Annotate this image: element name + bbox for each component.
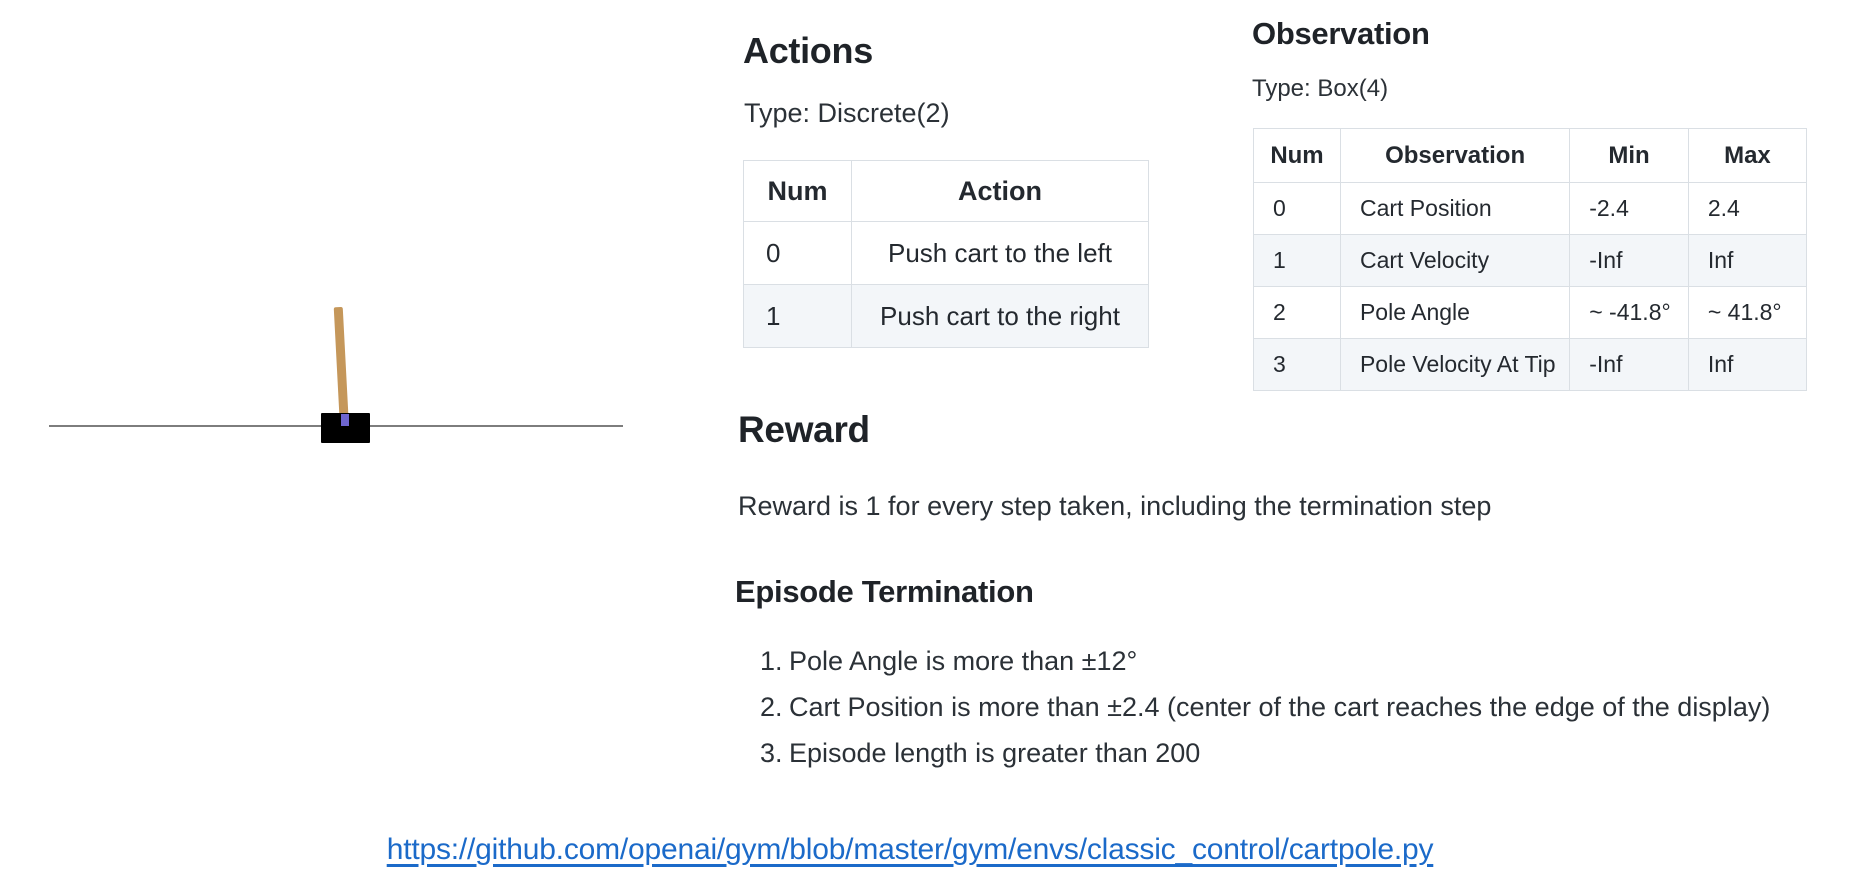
list-item-text: Cart Position is more than ±2.4 (center … [789,692,1771,722]
obs-cell: 3 [1253,338,1341,391]
obs-cell: Cart Velocity [1339,234,1571,287]
obs-cell: 2.4 [1687,182,1808,235]
table-row: 1 Cart Velocity -Inf Inf [1253,234,1808,287]
source-link-row: https://github.com/openai/gym/blob/maste… [0,833,1820,867]
table-row: 2 Pole Angle ~ -41.8° ~ 41.8° [1253,286,1808,339]
obs-header-observation: Observation [1339,128,1571,183]
obs-cell: Pole Angle [1339,286,1571,339]
actions-title: Actions [743,30,873,71]
actions-table: Num Action 0 Push cart to the left 1 Pus… [743,160,1149,348]
actions-header-action: Action [851,160,1149,222]
reward-title: Reward [738,409,870,450]
list-item-text: Episode length is greater than 200 [789,738,1201,768]
table-row: 1 Push cart to the right [743,284,1149,348]
episode-termination-title: Episode Termination [735,574,1034,609]
obs-cell: Inf [1687,234,1808,287]
list-item: 1. Pole Angle is more than ±12° [760,646,1137,677]
actions-table-header-row: Num Action [743,160,1149,222]
actions-type-label: Type: Discrete(2) [744,98,950,128]
obs-header-max: Max [1687,128,1808,183]
obs-header-num: Num [1253,128,1341,183]
list-item-marker: 2. [760,692,783,722]
table-row: 0 Push cart to the left [743,221,1149,285]
list-item-marker: 1. [760,646,783,676]
source-link[interactable]: https://github.com/openai/gym/blob/maste… [386,833,1434,866]
obs-cell: 1 [1253,234,1341,287]
table-row: 0 Cart Position -2.4 2.4 [1253,182,1808,235]
list-item: 2. Cart Position is more than ±2.4 (cent… [760,692,1770,723]
cartpole-axle [341,414,349,426]
obs-cell: Inf [1687,338,1808,391]
cartpole-pole [333,306,349,428]
actions-cell-action-0: Push cart to the left [851,221,1149,285]
actions-cell-num-0: 0 [743,221,852,285]
observation-type-label: Type: Box(4) [1252,75,1389,102]
actions-cell-action-1: Push cart to the right [851,284,1149,348]
obs-cell: Pole Velocity At Tip [1339,338,1571,391]
list-item: 3. Episode length is greater than 200 [760,738,1200,769]
obs-cell: 0 [1253,182,1341,235]
obs-cell: 2 [1253,286,1341,339]
list-item-text: Pole Angle is more than ±12° [789,646,1138,676]
obs-cell: ~ 41.8° [1687,286,1808,339]
observation-table: Num Observation Min Max 0 Cart Position … [1253,128,1808,391]
actions-cell-num-1: 1 [743,284,852,348]
table-row: 3 Pole Velocity At Tip -Inf Inf [1253,338,1808,391]
actions-header-num: Num [743,160,852,222]
observation-table-header-row: Num Observation Min Max [1253,128,1808,183]
obs-cell: ~ -41.8° [1569,286,1689,339]
obs-cell: -Inf [1569,234,1689,287]
obs-cell: -Inf [1569,338,1689,391]
obs-cell: Cart Position [1339,182,1571,235]
observation-title: Observation [1252,16,1430,51]
obs-cell: -2.4 [1569,182,1689,235]
list-item-marker: 3. [760,738,783,768]
reward-text: Reward is 1 for every step taken, includ… [738,491,1492,521]
obs-header-min: Min [1569,128,1689,183]
